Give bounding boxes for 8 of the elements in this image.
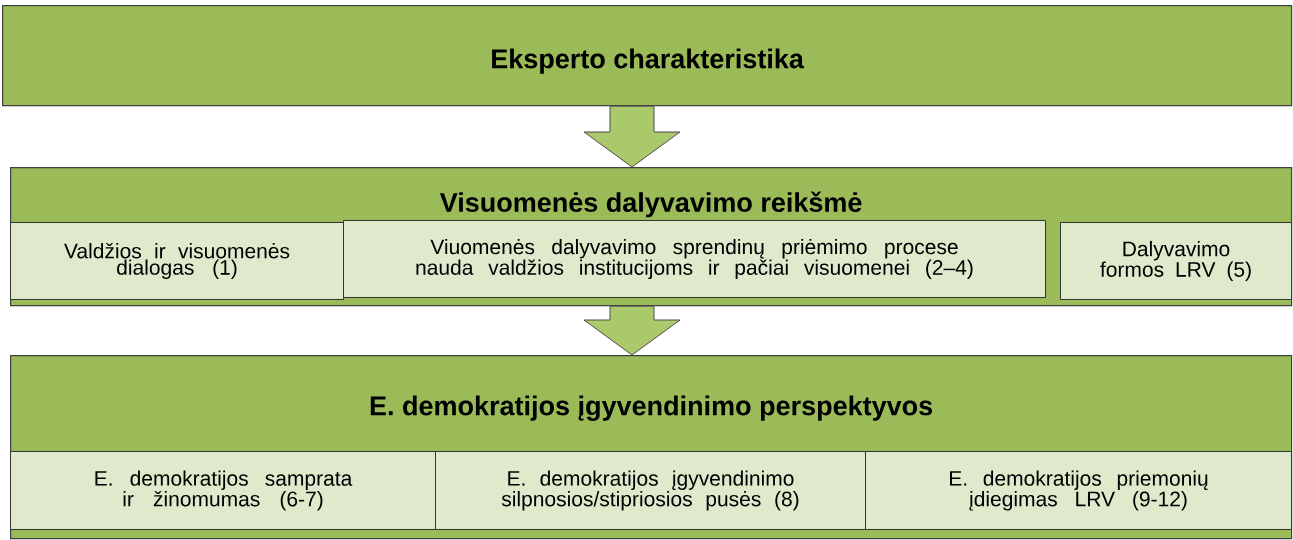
topic-box: Dalyvavimo formos LRV (5) xyxy=(1060,222,1292,300)
block-arrow xyxy=(583,105,681,168)
topic-box: E. demokratijos įgyvendinimo silpnosios/stipriosios pusės (8) xyxy=(435,451,866,530)
band: Eksperto charakteristika xyxy=(2,5,1293,107)
topic-box: E. demokratijos samprata ir žinomumas (6-7) xyxy=(10,451,436,530)
topic-box: Valdžios ir visuomenės dialogas (1) xyxy=(10,222,344,300)
topic-box: E. demokratijos priemonių įdiegimas LRV (9-12) xyxy=(865,451,1292,530)
block-arrow xyxy=(583,305,681,356)
